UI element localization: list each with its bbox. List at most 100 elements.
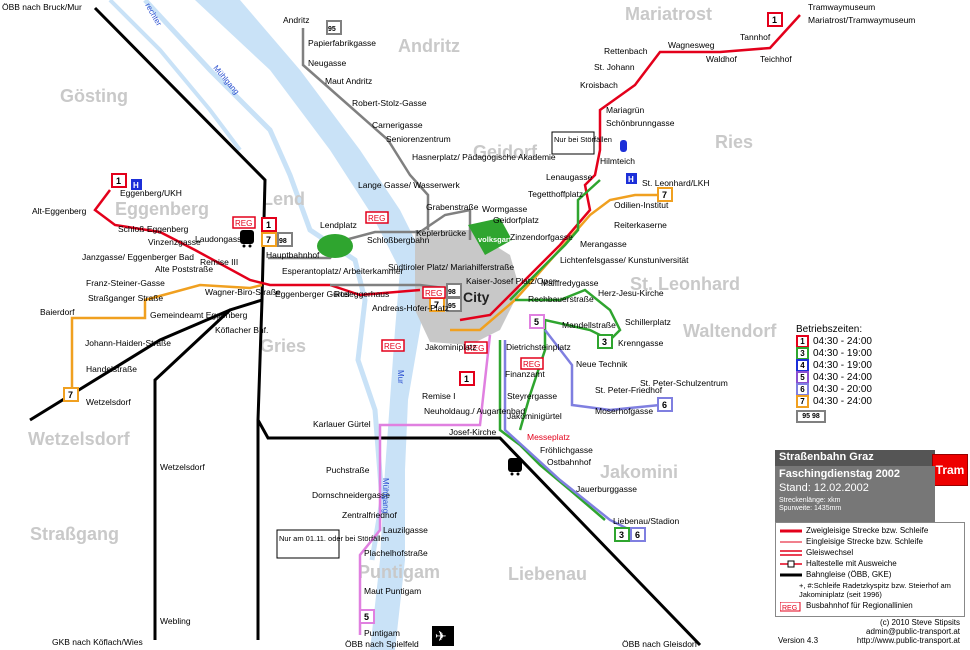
svg-text:3: 3 — [602, 337, 607, 347]
stop-label: Kaiser-Josef Platz/Oper — [466, 276, 556, 286]
stop-label: Esperantoplatz/ Arbeiterkammer — [282, 266, 404, 276]
tram-badge: Tram — [932, 454, 968, 486]
hours-time: 04:30 - 19:00 — [813, 359, 872, 371]
svg-text:7: 7 — [662, 190, 667, 200]
stop-label: Carnerigasse — [372, 120, 423, 130]
stop-label: Robert-Stolz-Gasse — [352, 98, 427, 108]
legend-label: Haltestelle mit Ausweiche — [806, 559, 897, 568]
stop-label: Ostbahnhof — [547, 457, 592, 467]
credits: (c) 2010 Steve Stipsits admin@public-tra… — [830, 618, 960, 645]
rail-label: ÖBB nach Spielfeld — [345, 639, 419, 649]
legend: Zweigleisige Strecke bzw. Schleife Eingl… — [775, 522, 965, 617]
stop-label: Franz-Steiner-Gasse — [86, 278, 165, 288]
line-badge-1-eggenberg: 1 — [111, 173, 127, 188]
stop-label: Lendplatz — [320, 220, 357, 230]
stop-label: Maut Andritz — [325, 76, 372, 86]
river-label: Mur — [396, 370, 405, 384]
svg-text:REG: REG — [235, 219, 252, 228]
train-icon — [508, 458, 522, 476]
map-gauge: Spurweite: 1435mm — [779, 505, 842, 512]
legend-label: Busbahnhof für Regionallinien — [806, 601, 913, 610]
stop-label: Baierdorf — [40, 307, 75, 317]
svg-text:1: 1 — [116, 176, 121, 186]
svg-text:98: 98 — [448, 289, 456, 296]
hospital-icon: H — [626, 173, 637, 184]
district-label: Lend — [262, 189, 305, 209]
legend-row: Gleiswechsel — [780, 547, 960, 558]
rail-label: ÖBB nach Bruck/Mur — [2, 2, 82, 12]
district-label: Liebenau — [508, 564, 587, 584]
svg-text:6: 6 — [635, 530, 640, 540]
stop-label: Tannhof — [740, 32, 771, 42]
stop-label: Merangasse — [580, 239, 627, 249]
reg-symbol: REG — [779, 601, 802, 612]
stop-label: Laudongasse — [195, 234, 246, 244]
svg-text:7: 7 — [266, 235, 271, 245]
svg-text:98: 98 — [279, 238, 287, 245]
stop-label: Mariagrün — [606, 105, 645, 115]
stop-label: Karlauer Gürtel — [313, 419, 371, 429]
svg-text:REG: REG — [384, 342, 401, 351]
credit-line: (c) 2010 Steve Stipsits — [879, 618, 960, 627]
stop-label: Wormgasse — [482, 204, 527, 214]
district-label: Wetzelsdorf — [28, 429, 131, 449]
hours-time: 04:30 - 24:00 — [813, 335, 872, 347]
district-label: Andritz — [398, 36, 460, 56]
line-1-mariatrost — [459, 14, 801, 322]
svg-text:1: 1 — [772, 15, 777, 25]
stop-label: Reiterkaserne — [614, 220, 667, 230]
hours-time: 04:30 - 20:00 — [813, 383, 872, 395]
stop-label: Dietrichsteinplatz — [506, 342, 571, 352]
svg-text:Nur am 01.11. oder bei Störfäl: Nur am 01.11. oder bei Störfällen — [279, 534, 389, 543]
stop-label: St. Peter-Schulzentrum — [640, 378, 728, 388]
legend-label: Gleiswechsel — [806, 548, 854, 557]
line-6-south — [503, 340, 641, 537]
svg-text:REG: REG — [467, 344, 484, 353]
stop-label: Andreas-Hofer-Platz — [372, 303, 449, 313]
stop-label: Jauerburggasse — [576, 484, 637, 494]
line-badge-1-remise: 1 — [459, 371, 475, 386]
stop-label: Neugasse — [308, 58, 347, 68]
legend-label: Zweigleisige Strecke bzw. Schleife — [806, 526, 929, 535]
svg-text:1: 1 — [464, 374, 469, 384]
stop-label: St. Leonhard/LKH — [642, 178, 710, 188]
district-label: Straßgang — [30, 524, 119, 544]
stop-label: Neuholdaug./ Augartenbad — [424, 406, 525, 416]
line-6 — [544, 329, 661, 412]
legend-row: Zweigleisige Strecke bzw. Schleife — [780, 525, 960, 536]
stop-label: Remise I — [422, 391, 456, 401]
line-badge-7-lkh: 7 — [657, 187, 673, 202]
legend-label: Eingleisige Strecke bzw. Schleife — [806, 537, 923, 546]
stop-label: Tegetthoffplatz — [528, 189, 583, 199]
stop-label: Hasnerplatz/ Pädagogische Akademie — [412, 152, 556, 162]
pond-icon — [620, 140, 627, 152]
railway-line-west — [153, 298, 263, 640]
stop-label: Grabenstraße — [426, 202, 479, 212]
reg-bus-terminal: REG — [520, 357, 544, 370]
train-icon — [240, 230, 254, 248]
stop-label: Zinzendorfgasse — [510, 232, 573, 242]
map-length: Streckenlänge: xkm — [779, 497, 841, 504]
line-badge-95-andritz: 95 — [326, 20, 342, 35]
legend-label: +, #:Schleife Radetzkyspitz bzw. Steierh… — [798, 581, 951, 599]
line-5 — [358, 334, 492, 635]
crossover-symbol — [780, 549, 802, 557]
stop-label: Lichtenfelsgasse/ Kunstuniversität — [560, 255, 689, 265]
map-title: Straßenbahn Graz — [775, 450, 935, 466]
stop-label: Eggenberger Gürtel — [275, 289, 350, 299]
stop-label: Kroisbach — [580, 80, 618, 90]
stop-label: Schloß Eggenberg — [118, 224, 189, 234]
stop-label: Straßganger Straße — [88, 293, 163, 303]
map-date: Stand: 12.02.2002 — [779, 482, 869, 494]
stop-label: Keplerbrücke — [416, 228, 466, 238]
stop-label: Wagnesweg — [668, 40, 715, 50]
stop-label: Rechbauerstraße — [528, 294, 594, 304]
stop-label: Herz-Jesu-Kirche — [598, 288, 664, 298]
district-label: City — [463, 289, 490, 305]
river-label: Mühlgang — [211, 64, 240, 97]
reg-bus-terminal: REG — [381, 339, 405, 352]
